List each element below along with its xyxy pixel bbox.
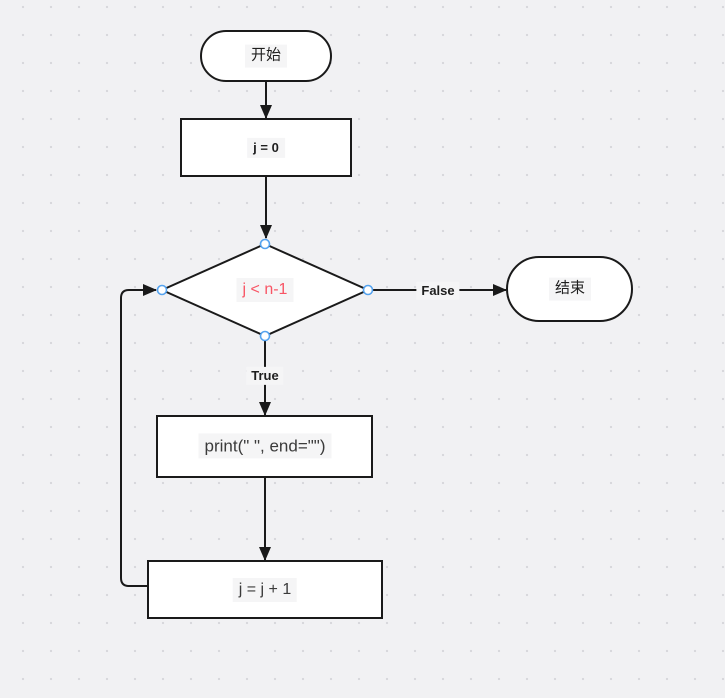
connection-point-bottom-icon[interactable] bbox=[259, 330, 271, 342]
end-node-label[interactable]: 结束 bbox=[548, 277, 592, 301]
connection-point-top-icon[interactable] bbox=[259, 238, 271, 250]
increment-node-label[interactable]: j = j + 1 bbox=[232, 578, 298, 602]
true-branch-label[interactable]: True bbox=[246, 366, 284, 386]
condition-node-label[interactable]: j < n-1 bbox=[236, 278, 294, 302]
connection-point-right-icon[interactable] bbox=[362, 284, 374, 296]
connection-point-left-icon[interactable] bbox=[156, 284, 168, 296]
init-node-label[interactable]: j = 0 bbox=[247, 137, 285, 159]
print-node-label[interactable]: print(" ", end="") bbox=[198, 433, 332, 459]
start-node-label[interactable]: 开始 bbox=[244, 44, 288, 68]
false-branch-label[interactable]: False bbox=[416, 281, 460, 301]
edge-increment-loop-to-condition[interactable] bbox=[120, 284, 157, 587]
